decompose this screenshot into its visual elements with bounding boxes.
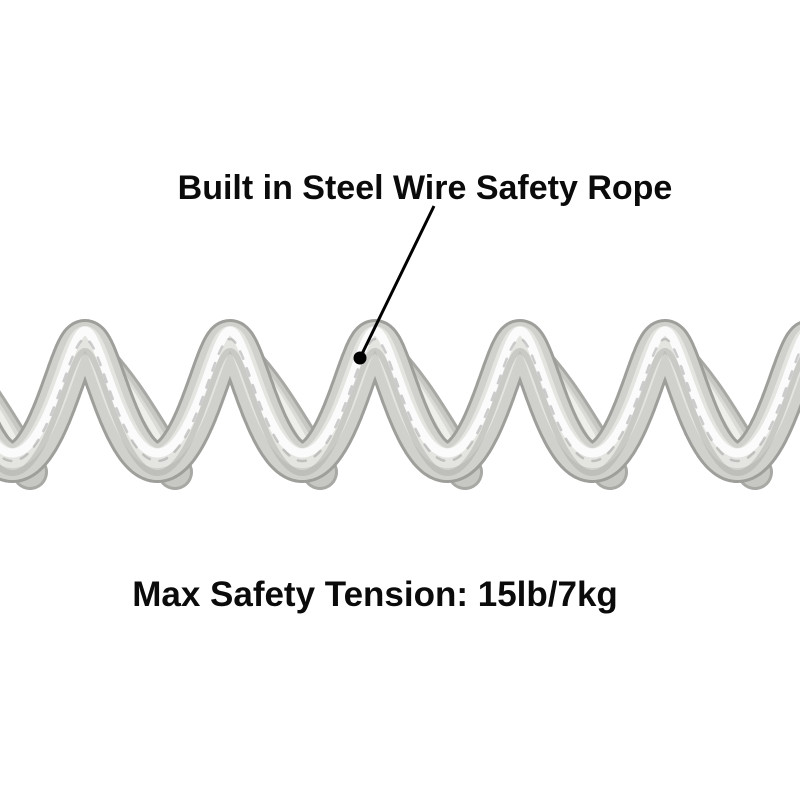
coil-stroke bbox=[0, 337, 800, 463]
leader-line bbox=[358, 205, 436, 359]
leader-annotation bbox=[353, 205, 436, 365]
top-annotation-label: Built in Steel Wire Safety Rope bbox=[177, 169, 673, 207]
leader-dot bbox=[353, 351, 367, 365]
bottom-annotation-label: Max Safety Tension: 15lb/7kg bbox=[132, 575, 618, 614]
coil-stroke bbox=[0, 348, 800, 476]
coil-front-strands bbox=[0, 319, 800, 483]
coil-stroke bbox=[0, 326, 800, 458]
